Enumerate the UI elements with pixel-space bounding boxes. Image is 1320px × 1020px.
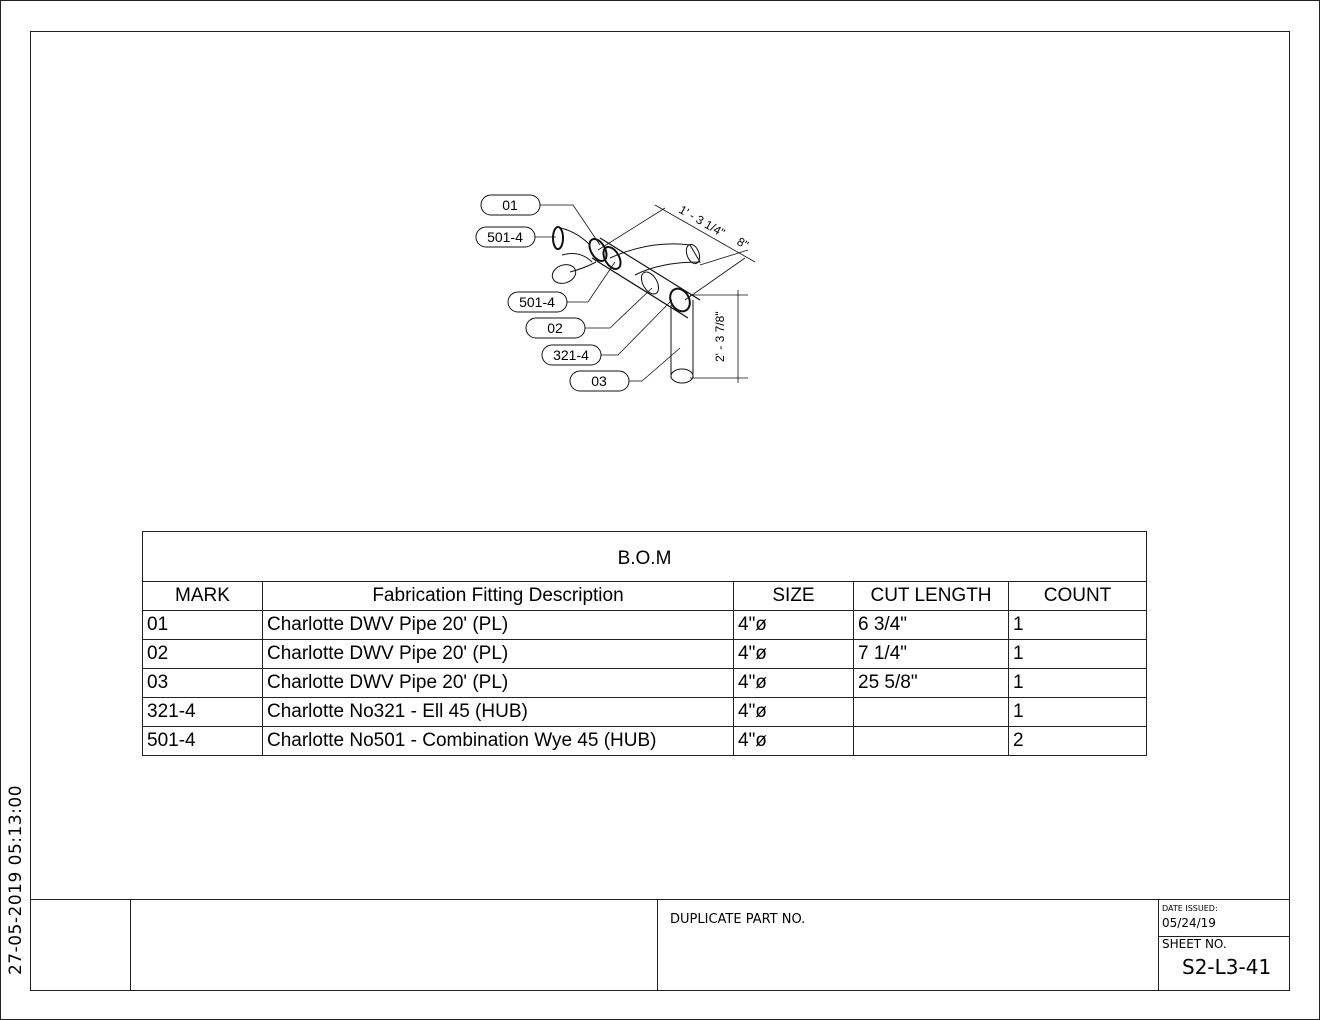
- callout-01: 01: [480, 194, 541, 216]
- bom-table: B.O.M MARK Fabrication Fitting Descripti…: [142, 531, 1147, 756]
- duplicate-part-label: DUPLICATE PART NO.: [670, 912, 806, 927]
- sheet-number-label: SHEET NO.: [1162, 937, 1227, 951]
- cell-description: Charlotte DWV Pipe 20' (PL): [262, 610, 734, 640]
- cell-count: 1: [1008, 668, 1147, 698]
- callout-501-4-top: 501-4: [475, 226, 536, 248]
- cell-mark: 03: [142, 668, 263, 698]
- cell-size: 4"ø: [733, 610, 854, 640]
- callout-03: 03: [569, 370, 630, 392]
- cell-description: Charlotte No501 - Combination Wye 45 (HU…: [262, 726, 734, 756]
- cell-count: 2: [1008, 726, 1147, 756]
- cell-count: 1: [1008, 610, 1147, 640]
- cell-cut-length: 6 3/4": [853, 610, 1009, 640]
- svg-text:501-4: 501-4: [519, 294, 555, 310]
- cell-size: 4"ø: [733, 639, 854, 669]
- callout-501-4-bottom: 501-4: [507, 291, 568, 313]
- title-block: [30, 899, 1290, 991]
- callout-321-4: 321-4: [541, 344, 602, 366]
- date-issued-label: DATE ISSUED:: [1162, 904, 1218, 913]
- title-block-divider: [657, 899, 658, 991]
- title-block-divider: [1158, 899, 1159, 991]
- dimension-lines: [597, 204, 756, 383]
- dimension-offset: 8": [735, 234, 751, 252]
- sheet-number: S2-L3-41: [1182, 955, 1272, 979]
- header-mark: MARK: [142, 581, 263, 611]
- dimension-vertical: 2' - 3 7/8": [713, 311, 727, 362]
- cell-mark: 02: [142, 639, 263, 669]
- header-description: Fabrication Fitting Description: [262, 581, 734, 611]
- cell-mark: 321-4: [142, 697, 263, 727]
- svg-text:321-4: 321-4: [553, 347, 589, 363]
- cell-mark: 501-4: [142, 726, 263, 756]
- cell-size: 4"ø: [733, 726, 854, 756]
- cell-description: Charlotte DWV Pipe 20' (PL): [262, 668, 734, 698]
- svg-text:03: 03: [591, 373, 607, 389]
- cell-cut-length: [853, 726, 1009, 756]
- header-size: SIZE: [733, 581, 854, 611]
- date-issued: 05/24/19: [1162, 916, 1216, 930]
- cell-mark: 01: [142, 610, 263, 640]
- bom-title: B.O.M: [142, 531, 1147, 582]
- callout-leaders: [535, 204, 681, 382]
- header-cut-length: CUT LENGTH: [853, 581, 1009, 611]
- svg-text:01: 01: [502, 197, 518, 213]
- cell-description: Charlotte DWV Pipe 20' (PL): [262, 639, 734, 669]
- callout-02: 02: [525, 317, 586, 339]
- svg-text:501-4: 501-4: [487, 229, 523, 245]
- cell-cut-length: [853, 697, 1009, 727]
- drawing-frame: [30, 31, 1290, 991]
- cell-size: 4"ø: [733, 697, 854, 727]
- pipe-assembly: [551, 226, 701, 384]
- title-block-divider: [1158, 936, 1290, 937]
- cell-cut-length: 7 1/4": [853, 639, 1009, 669]
- cell-size: 4"ø: [733, 668, 854, 698]
- title-block-divider: [130, 899, 131, 991]
- cell-count: 1: [1008, 697, 1147, 727]
- svg-text:02: 02: [547, 320, 563, 336]
- cell-cut-length: 25 5/8": [853, 668, 1009, 698]
- cell-description: Charlotte No321 - Ell 45 (HUB): [262, 697, 734, 727]
- header-count: COUNT: [1008, 581, 1147, 611]
- cell-count: 1: [1008, 639, 1147, 669]
- bom-header-row: MARK Fabrication Fitting Description SIZ…: [142, 581, 1147, 611]
